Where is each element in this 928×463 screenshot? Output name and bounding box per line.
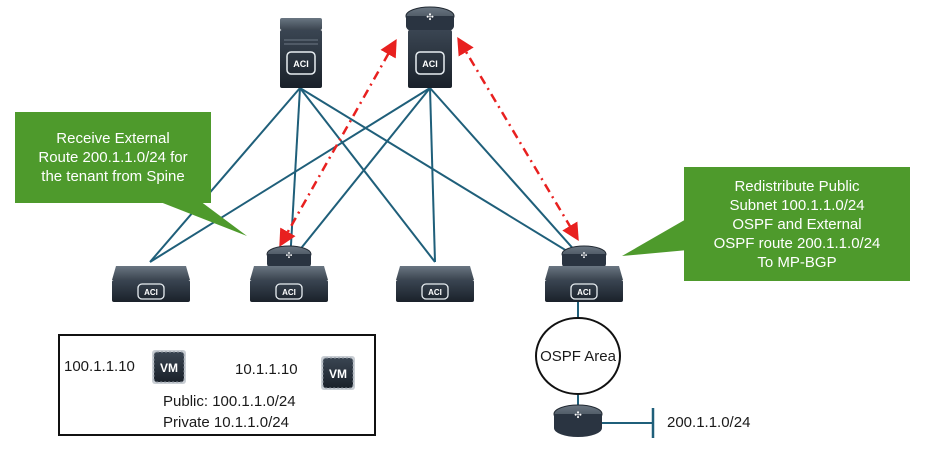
tenant-vm-box xyxy=(58,334,376,436)
public-subnet: Public: 100.1.1.0/24 xyxy=(163,393,296,410)
mpbgp-arrow-left xyxy=(279,38,397,248)
leaf-switch-3[interactable]: ACI xyxy=(396,266,474,302)
ospf-area-label: OSPF Area xyxy=(540,348,617,365)
leaf-router-2[interactable]: ✣ ACI xyxy=(250,245,328,302)
fabric-links xyxy=(149,87,586,263)
external-subnet-label: 200.1.1.0/24 xyxy=(667,414,751,431)
callout-right-pointer xyxy=(622,218,688,256)
vm-label: VM xyxy=(160,361,178,375)
link xyxy=(289,87,431,263)
aci-label: ACI xyxy=(422,59,438,69)
external-router[interactable]: ✣ xyxy=(553,404,603,437)
leaf-switch-1[interactable]: ACI xyxy=(112,266,190,302)
callout-line: Subnet 100.1.1.0/24 xyxy=(729,196,865,214)
svg-text:✣: ✣ xyxy=(286,251,293,260)
vm-label: VM xyxy=(329,367,347,381)
callout-line: Receive External xyxy=(56,130,170,147)
ospf-area-ellipse xyxy=(535,317,621,395)
callout-line: OSPF and External xyxy=(732,215,862,233)
vm-icon-public[interactable]: VM xyxy=(152,350,186,384)
aci-label: ACI xyxy=(293,59,309,69)
callout-redistribute: Redistribute Public Subnet 100.1.1.0/24 … xyxy=(684,167,910,281)
svg-text:✣: ✣ xyxy=(581,251,588,260)
callout-external-route: Receive External Route 200.1.1.0/24 for … xyxy=(15,112,211,203)
aci-label: ACI xyxy=(282,288,296,297)
spine-switch-1[interactable]: ACI xyxy=(280,18,322,88)
callout-line: Route 200.1.1.0/24 for xyxy=(38,149,188,166)
mpbgp-arrow-right xyxy=(457,36,579,242)
aci-label: ACI xyxy=(144,288,158,297)
callout-line: To MP-BGP xyxy=(757,253,837,271)
border-leaf-router-4[interactable]: ✣ ACI xyxy=(545,245,623,302)
spine-router-2[interactable]: ✣ ACI xyxy=(405,6,455,88)
vm-icon-private[interactable]: VM xyxy=(321,356,355,390)
link xyxy=(429,87,436,263)
aci-label: ACI xyxy=(428,288,442,297)
link xyxy=(429,87,586,263)
aci-label: ACI xyxy=(577,288,591,297)
callout-line: the tenant from Spine xyxy=(41,168,185,185)
callout-line: OSPF route 200.1.1.0/24 xyxy=(713,234,881,252)
private-subnet: Private 10.1.1.0/24 xyxy=(163,414,289,431)
link xyxy=(299,87,436,263)
mpbgp-arrows xyxy=(279,36,579,248)
link xyxy=(149,87,301,263)
vm2-ip: 10.1.1.10 xyxy=(235,361,298,378)
svg-text:✣: ✣ xyxy=(426,13,434,23)
callout-left-pointer xyxy=(150,198,247,236)
callout-line: Redistribute Public xyxy=(734,177,860,195)
link xyxy=(299,87,586,263)
vm1-ip: 100.1.1.10 xyxy=(64,358,135,375)
svg-text:✣: ✣ xyxy=(574,411,582,421)
